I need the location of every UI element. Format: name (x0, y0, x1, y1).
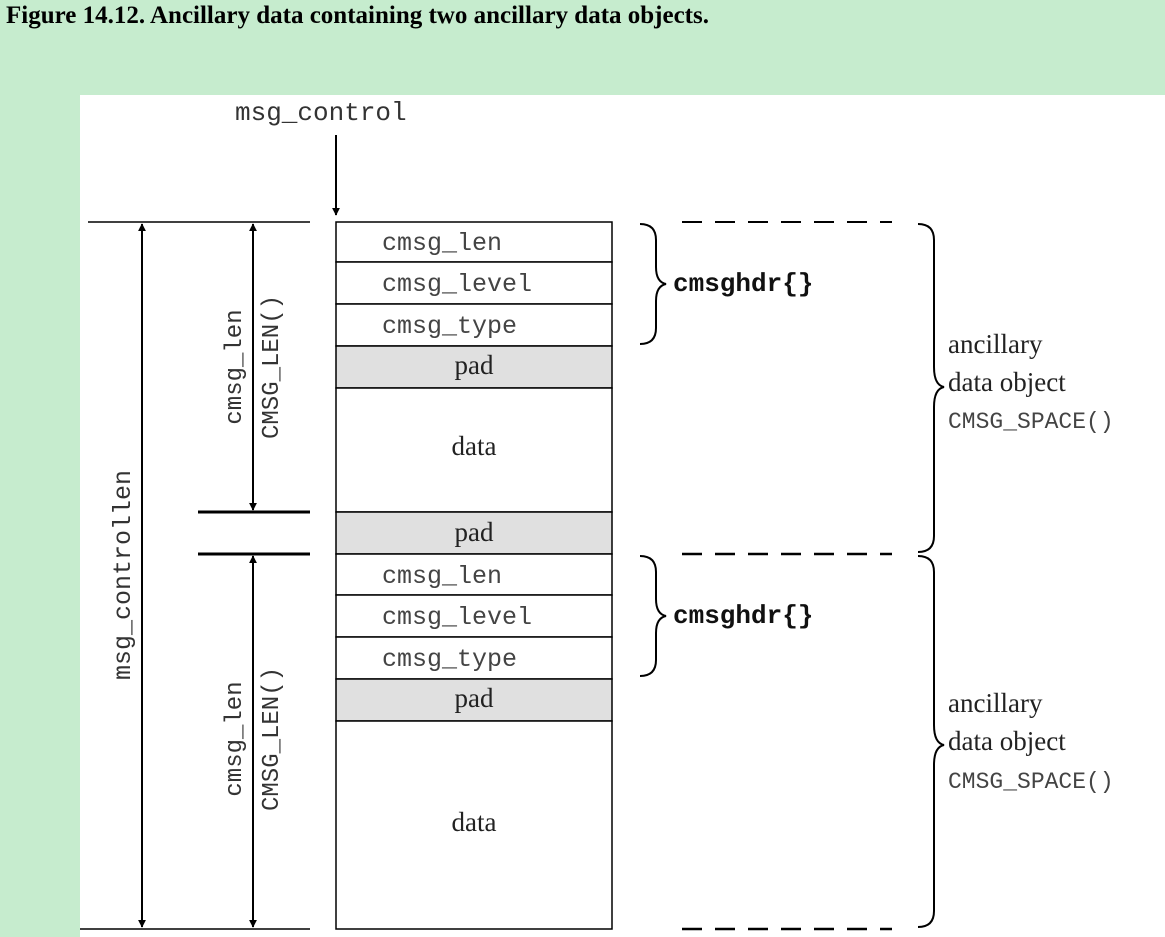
diagram-panel: msg_control msg_controllen cmsg_len CMSG… (80, 95, 1165, 937)
object1-field-cmsg-len-text: cmsg_len (382, 229, 502, 258)
object1-space-brace (917, 223, 945, 553)
ancillary-data-diagram: msg_control msg_controllen cmsg_len CMSG… (80, 98, 1114, 931)
object1-data (335, 387, 613, 513)
object2-len-macro: CMSG_LEN() (259, 667, 286, 811)
object1-field-cmsg-level-text: cmsg_level (382, 270, 532, 299)
object1-label-line1: ancillary (948, 329, 1043, 359)
msg-controllen-label: msg_controllen (109, 470, 138, 680)
object1-field-cmsg-len (335, 221, 613, 263)
object2-label-line2: data object (948, 726, 1066, 756)
object2-data-text: data (452, 807, 497, 837)
object1-header-pad-text: pad (455, 350, 494, 380)
object2-header-pad (335, 678, 613, 722)
msg-control-label: msg_control (235, 98, 407, 128)
object1-len-label: cmsg_len (222, 309, 249, 424)
object2-space-macro: CMSG_SPACE() (948, 769, 1114, 795)
object2-field-cmsg-len-text: cmsg_len (382, 562, 502, 591)
object1-trailing-pad (335, 511, 613, 555)
object2-len-label: cmsg_len (222, 681, 249, 796)
object1-buffer: cmsg_len cmsg_level cmsg_type pad data p… (335, 221, 613, 555)
object2-field-cmsg-level-text: cmsg_level (382, 603, 532, 632)
object2-data (335, 720, 613, 930)
figure-caption: Figure 14.12. Ancillary data containing … (6, 2, 709, 29)
object2-header-pad-text: pad (455, 683, 494, 713)
object1-data-text: data (452, 431, 497, 461)
object1-cmsghdr-brace (639, 223, 667, 345)
object1-space-macro: CMSG_SPACE() (948, 409, 1114, 435)
object1-cmsghdr-label: cmsghdr{} (673, 269, 813, 299)
object2-label-line1: ancillary (948, 688, 1043, 718)
object2-field-cmsg-len (335, 553, 613, 596)
object1-field-cmsg-type (335, 303, 613, 347)
object2-space-brace (917, 555, 945, 928)
object1-label-line2: data object (948, 367, 1066, 397)
object2-buffer: cmsg_len cmsg_level cmsg_type pad data (335, 553, 613, 930)
object2-field-cmsg-type-text: cmsg_type (382, 645, 517, 674)
object1-header-pad (335, 345, 613, 389)
object2-field-cmsg-level (335, 594, 613, 638)
object1-field-cmsg-type-text: cmsg_type (382, 312, 517, 341)
object2-cmsghdr-label: cmsghdr{} (673, 601, 813, 631)
object2-cmsghdr-brace (639, 555, 667, 677)
object1-trailing-pad-text: pad (455, 517, 494, 547)
object1-len-macro: CMSG_LEN() (259, 295, 286, 439)
